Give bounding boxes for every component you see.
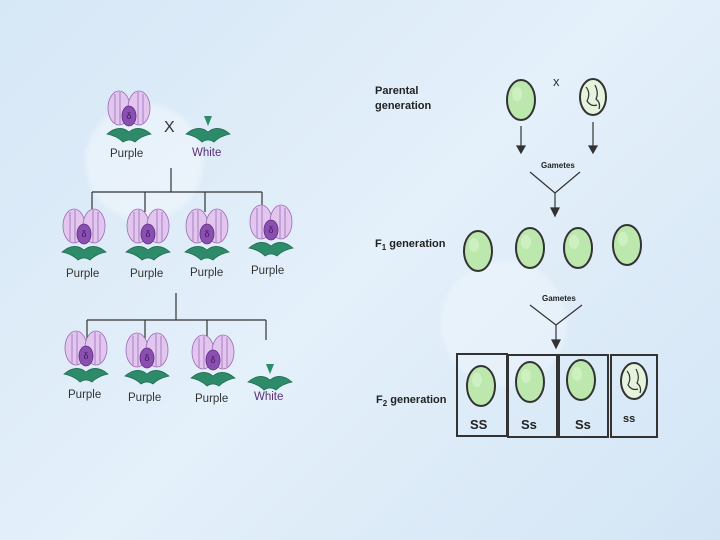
f2-flower-3 <box>191 335 235 386</box>
parent-white-flower <box>186 116 230 142</box>
f1-label-3: Purple <box>190 267 223 279</box>
f1-flower-2 <box>126 209 170 260</box>
parent-purple-label: Purple <box>110 148 143 160</box>
f2-label-4: White <box>254 391 283 403</box>
f2-label-2: Purple <box>128 392 161 404</box>
f2-genotype-4: ss <box>623 413 635 425</box>
f2-connector-lines <box>87 293 266 340</box>
f2-label-suffix: generation <box>387 394 446 406</box>
parent-white-label: White <box>192 147 221 159</box>
cross-symbol-left: X <box>164 119 175 137</box>
f1-generation-label: F1 generation <box>375 237 445 255</box>
gametes-label-2: Gametes <box>542 294 576 303</box>
f1-label-2: Purple <box>130 268 163 280</box>
f2-label-3: Purple <box>195 393 228 405</box>
parent-wrinkled-seed <box>580 79 606 115</box>
f1-label-suffix: generation <box>386 238 445 250</box>
gametes-connector-2 <box>530 305 582 348</box>
parental-generation-label: Parental generation <box>375 84 431 114</box>
gametes-label-1: Gametes <box>541 161 575 170</box>
f1-label-4: Purple <box>251 265 284 277</box>
f2-genotype-2: Ss <box>521 417 537 432</box>
parent-smooth-seed <box>507 80 535 120</box>
parental-label-line2: generation <box>375 100 431 112</box>
f2-genotype-3: Ss <box>575 417 591 432</box>
f2-flower-4 <box>248 364 292 390</box>
parent-arrows <box>517 122 597 153</box>
f1-seed-4 <box>613 225 641 265</box>
f1-label-prefix: F <box>375 238 382 250</box>
f1-flower-4 <box>249 205 293 256</box>
f1-seed-3 <box>564 228 592 268</box>
f1-label-1: Purple <box>66 268 99 280</box>
f2-label-prefix: F <box>376 394 383 406</box>
f1-seed-2 <box>516 228 544 268</box>
f2-genotype-1: SS <box>470 417 487 432</box>
gametes-connector-1 <box>530 172 580 216</box>
f1-connector-lines <box>92 168 262 212</box>
f2-generation-label: F2 generation <box>376 393 446 411</box>
f2-label-1: Purple <box>68 389 101 401</box>
f2-flower-2 <box>125 333 169 384</box>
parental-label-line1: Parental <box>375 85 418 97</box>
f1-flower-3 <box>185 209 229 260</box>
f2-flower-1 <box>64 331 108 382</box>
f2-box-4 <box>610 354 658 438</box>
cross-symbol-right: x <box>553 74 560 89</box>
f1-flower-1 <box>62 209 106 260</box>
parent-purple-flower <box>107 91 151 142</box>
f1-seed-1 <box>464 231 492 271</box>
